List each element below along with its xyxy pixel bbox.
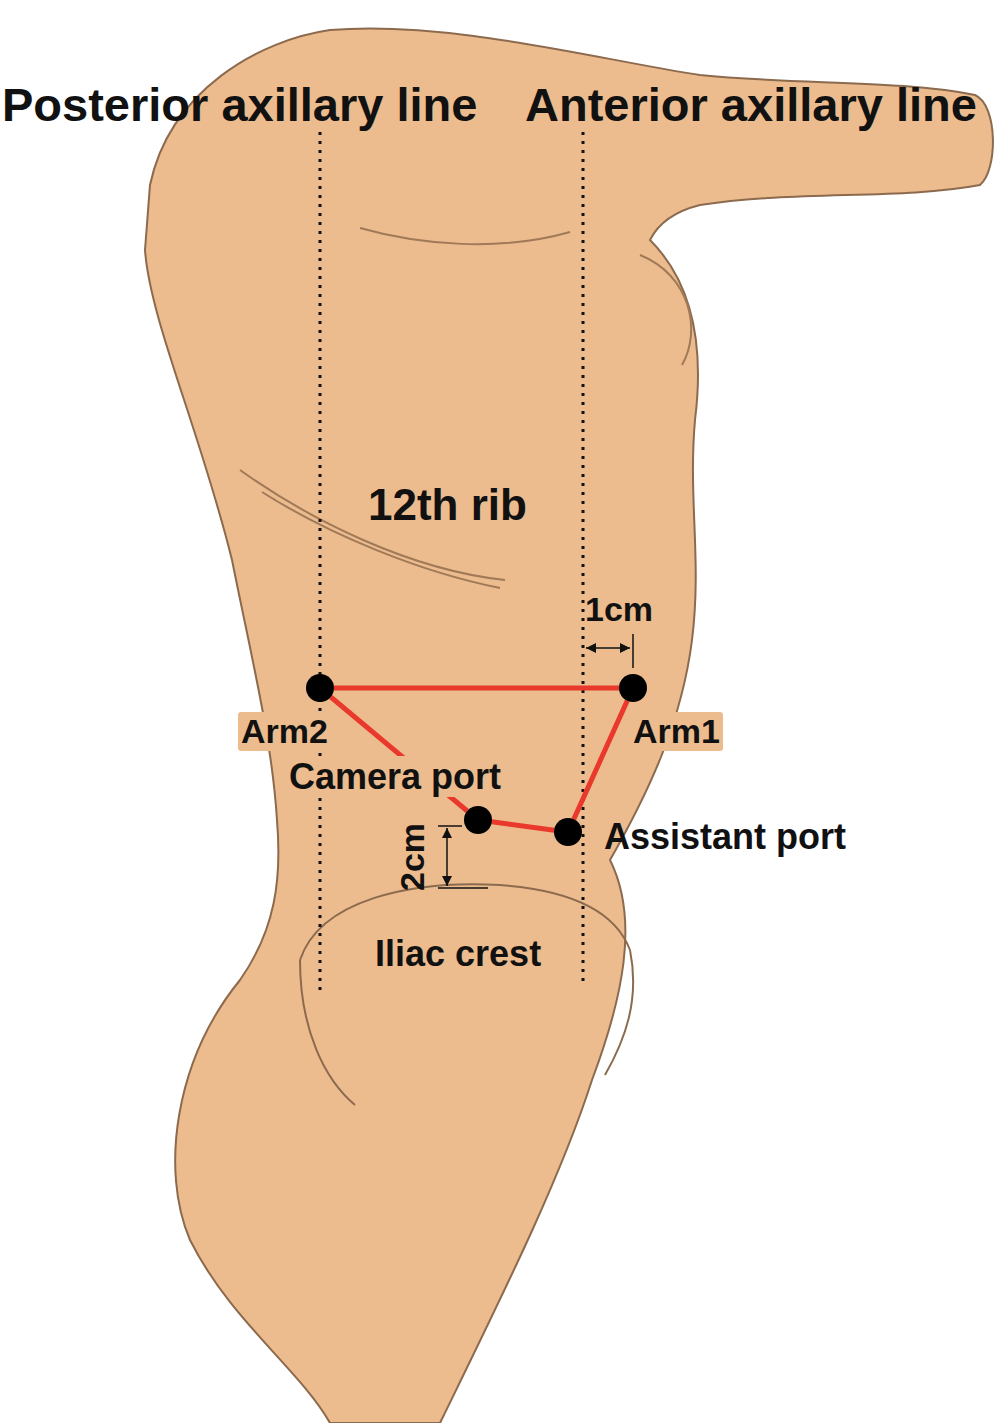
chest-contour [640, 255, 691, 365]
port-dot: Arm1 [619, 674, 647, 702]
dimension-arrowhead [620, 643, 630, 653]
port-dot: Assistant port [554, 818, 582, 846]
port-label: Arm2 [238, 712, 331, 751]
axillary-line [582, 132, 585, 985]
dimension-label: 1cm [585, 590, 653, 629]
axis-line-label: Anterior axillary line [525, 78, 977, 132]
body-outline [145, 28, 993, 1423]
dimension-tick [632, 634, 634, 668]
connector-line [334, 686, 619, 691]
port-label: Arm1 [630, 712, 723, 751]
port-triangle-line [574, 701, 627, 819]
pelvis-line [300, 960, 355, 1105]
dimension-arrowhead [442, 828, 452, 838]
axis-line-label: Posterior axillary line [2, 78, 477, 132]
dimension-label: 2cm [395, 823, 429, 891]
dimension-tick [438, 825, 462, 827]
connector-line [492, 822, 554, 830]
arm-fold [360, 228, 570, 244]
pelvis-line [605, 950, 633, 1075]
dimension-arrowhead [442, 876, 452, 886]
axillary-line [319, 132, 322, 990]
port-label: Camera port [286, 756, 504, 797]
port-dot: Camera port [464, 806, 492, 834]
port-label: Assistant port [604, 816, 846, 857]
port-triangle-line [492, 822, 554, 830]
port-triangle-line [334, 688, 619, 689]
dimension-tick [438, 887, 488, 889]
anatomy-label: 12th rib [368, 480, 527, 531]
connector-line [574, 701, 627, 819]
anatomy-label: Iliac crest [372, 933, 544, 974]
port-dot: Arm2 [306, 674, 334, 702]
dimension-arrowhead [586, 643, 596, 653]
